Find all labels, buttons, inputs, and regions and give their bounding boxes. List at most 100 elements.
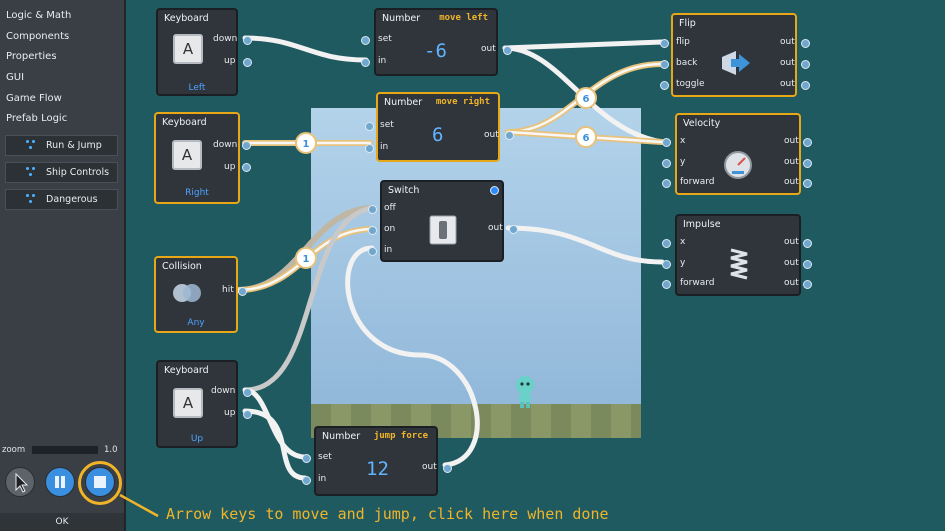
input-port[interactable] (660, 81, 669, 90)
category-prefab-logic[interactable]: Prefab Logic (6, 113, 68, 124)
prefab-ship-controls[interactable]: Ship Controls (5, 162, 118, 183)
collision-node[interactable]: Collision hit Any (154, 256, 247, 333)
velocity-node[interactable]: Velocity x y forward out out out (662, 113, 812, 195)
keyboard-left-node[interactable]: Keyboard A down up Left (156, 8, 252, 96)
spring-icon (730, 248, 748, 280)
input-port[interactable] (302, 454, 311, 463)
port-back-label: back (676, 58, 698, 68)
port-x-label: x (680, 136, 686, 146)
output-port[interactable] (443, 464, 452, 473)
flip-node[interactable]: Flip flip back toggle out out out (660, 13, 810, 97)
output-port[interactable] (238, 287, 247, 296)
output-port[interactable] (803, 280, 812, 289)
port-out-label: out (784, 278, 799, 288)
input-port[interactable] (662, 179, 671, 188)
number-value: 6 (432, 124, 444, 146)
output-port[interactable] (803, 159, 812, 168)
impulse-node[interactable]: Impulse x y forward out out out (662, 214, 812, 296)
prefab-dangerous[interactable]: Dangerous (5, 189, 118, 210)
number-jump-force-node[interactable]: Number jump force set in 12 out (302, 426, 452, 496)
category-properties[interactable]: Properties (6, 51, 57, 62)
port-up-label: up (224, 56, 236, 66)
port-out-label: out (784, 157, 799, 167)
svg-text:6: 6 (583, 94, 590, 105)
pause-button[interactable] (45, 467, 75, 497)
output-port[interactable] (509, 225, 518, 234)
input-port[interactable] (365, 122, 374, 131)
number-move-left-node[interactable]: Number move left set in -6 out (361, 8, 512, 76)
input-port[interactable] (662, 159, 671, 168)
output-port[interactable] (242, 163, 251, 172)
switch-node[interactable]: Switch off on in out (368, 180, 518, 262)
prefab-label: Dangerous (46, 194, 98, 205)
input-port[interactable] (302, 476, 311, 485)
output-port[interactable] (803, 138, 812, 147)
number-value: 12 (366, 458, 389, 480)
output-port[interactable] (801, 39, 810, 48)
output-port[interactable] (242, 141, 251, 150)
player-character-icon (516, 376, 534, 408)
key-name: Left (188, 83, 206, 93)
keyboard-right-node[interactable]: Keyboard A down up Right (154, 112, 251, 204)
port-up-label: up (224, 408, 236, 418)
keyboard-key-icon: A (172, 140, 202, 170)
category-components[interactable]: Components (6, 31, 70, 42)
collision-icon (173, 284, 201, 302)
port-in-label: in (384, 245, 393, 255)
keyboard-up-node[interactable]: Keyboard A down up Up (156, 360, 252, 448)
output-port[interactable] (803, 239, 812, 248)
output-port[interactable] (801, 60, 810, 69)
category-gui[interactable]: GUI (6, 72, 25, 83)
input-port[interactable] (368, 205, 377, 214)
input-port[interactable] (361, 36, 370, 45)
prefab-label: Run & Jump (46, 140, 102, 151)
port-on-label: on (384, 224, 396, 234)
output-port[interactable] (801, 81, 810, 90)
output-port[interactable] (803, 260, 812, 269)
port-down-label: down (213, 34, 238, 44)
node-subtitle: jump force (373, 431, 428, 441)
category-logic-math[interactable]: Logic & Math (6, 10, 72, 21)
port-out-label: out (484, 130, 499, 140)
output-port[interactable] (243, 388, 252, 397)
port-in-label: in (318, 474, 327, 484)
input-port[interactable] (368, 247, 377, 256)
output-port[interactable] (243, 58, 252, 67)
input-port[interactable] (361, 58, 370, 67)
output-port[interactable] (505, 131, 514, 140)
port-down-label: down (213, 140, 238, 150)
port-x-label: x (680, 237, 686, 247)
number-move-right-node[interactable]: Number move right set in 6 out (365, 92, 514, 162)
input-port[interactable] (368, 226, 377, 235)
node-title: Impulse (683, 219, 721, 230)
output-port[interactable] (243, 410, 252, 419)
input-port[interactable] (365, 144, 374, 153)
input-port[interactable] (662, 260, 671, 269)
pointer-icon (15, 472, 29, 493)
prefab-run-jump[interactable]: Run & Jump (5, 135, 118, 156)
switch-state-indicator[interactable] (490, 186, 499, 195)
input-port[interactable] (662, 239, 671, 248)
port-out-label: out (784, 237, 799, 247)
category-game-flow[interactable]: Game Flow (6, 93, 62, 104)
zoom-slider[interactable] (32, 446, 98, 454)
port-in-label: in (378, 56, 387, 66)
input-port[interactable] (660, 39, 669, 48)
port-set-label: set (378, 34, 392, 44)
node-subtitle: move left (439, 13, 488, 23)
pause-icon (55, 476, 65, 488)
key-name: Up (190, 434, 204, 444)
output-port[interactable] (503, 46, 512, 55)
input-port[interactable] (660, 60, 669, 69)
collision-filter: Any (187, 318, 205, 328)
flip-arrows-icon (722, 51, 750, 75)
tutorial-hint: Arrow keys to move and jump, click here … (166, 505, 609, 523)
input-port[interactable] (662, 280, 671, 289)
port-out-label: out (481, 44, 496, 54)
ok-button[interactable]: OK (0, 513, 124, 531)
output-port[interactable] (243, 36, 252, 45)
pointer-tool-button[interactable] (5, 467, 35, 497)
output-port[interactable] (803, 179, 812, 188)
input-port[interactable] (662, 138, 671, 147)
